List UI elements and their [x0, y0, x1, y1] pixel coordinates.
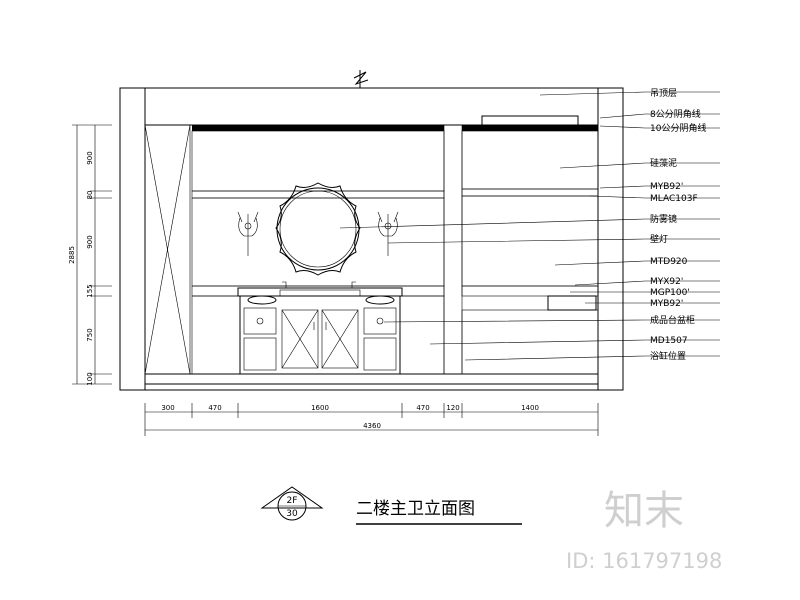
leader-line: [574, 280, 720, 286]
diatom-mud-wall-right: [461, 130, 599, 190]
bathtub-apron: [461, 309, 599, 375]
leader-line: [429, 339, 720, 345]
leader-line: [464, 355, 720, 361]
structure: [119, 70, 624, 391]
dim-bottom-3: 470: [416, 404, 429, 412]
label-10: MGP100': [650, 288, 690, 298]
wall-sconce-right-icon: [377, 211, 399, 256]
dim-left-3: 155: [86, 284, 94, 297]
label-1: 8公分阴角线: [650, 108, 701, 120]
label-3: 硅藻泥: [650, 157, 677, 169]
dim-bottom-total: 4360: [363, 422, 381, 430]
label-7: 壁灯: [650, 233, 668, 245]
label-2: 10公分阴角线: [650, 122, 706, 134]
label-4: MYB92': [650, 182, 683, 192]
label-11: MYB92': [650, 299, 683, 309]
dim-left-2: 900: [86, 235, 94, 248]
crown-molding-right: [462, 125, 598, 131]
leader-lines: [339, 91, 720, 361]
break-line: [353, 70, 369, 88]
round-mirror: [275, 182, 361, 276]
label-9: MYX92': [650, 277, 683, 287]
leader-line: [599, 125, 720, 129]
tile-border-right: [461, 285, 599, 297]
diatom-mud-wall-left: [191, 130, 445, 192]
dimension-left: 900 80 900 155 750 100 2885: [68, 124, 112, 386]
right-wall: [597, 87, 624, 391]
vanity-cabinet: [237, 281, 403, 375]
leader-line: [339, 218, 720, 229]
leader-line: [589, 195, 720, 199]
leader-line: [539, 91, 720, 96]
watermark-logo: 知末: [604, 488, 684, 534]
dim-bottom-2: 1600: [311, 404, 329, 412]
ceiling-slab: [144, 87, 599, 126]
dim-left-5: 100: [86, 372, 94, 385]
dim-bottom-4: 120: [446, 404, 459, 412]
leader-line: [599, 113, 720, 119]
symbol-bottom: 30: [286, 509, 298, 519]
leader-line: [554, 260, 720, 266]
dim-bottom-1: 470: [208, 404, 221, 412]
left-wall: [119, 87, 146, 391]
label-12: 成品台盆柜: [650, 314, 695, 326]
wall-sconce-left-icon: [237, 211, 259, 256]
dim-left-0: 900: [86, 151, 94, 164]
door-opening: [144, 124, 191, 375]
light-trough: [481, 115, 579, 126]
symbol-top: 2F: [287, 496, 298, 506]
label-14: 浴缸位置: [650, 350, 686, 362]
leader-line: [559, 162, 720, 169]
material-labels: 吊顶层 8公分阴角线 10公分阴角线 硅藻泥 MYB92' MLAC103F 防…: [650, 88, 706, 362]
label-8: MTD920: [650, 257, 688, 267]
dim-left-1: 80: [86, 191, 94, 200]
label-13: MD1507: [650, 336, 688, 346]
leader-line: [383, 319, 720, 323]
label-0: 吊顶层: [650, 88, 677, 99]
section-symbol: 2F 30: [260, 486, 324, 521]
dim-bottom-5: 1400: [521, 404, 539, 412]
label-6: 防雾镜: [650, 213, 677, 225]
leader-line: [599, 185, 720, 189]
crown-molding-left: [192, 125, 444, 131]
mirror-wall: [191, 197, 445, 287]
waist-band-right: [461, 188, 599, 197]
watermark-id: ID: 161797198: [566, 549, 722, 573]
floor-slab: [144, 373, 599, 385]
dim-left-total: 2885: [68, 246, 76, 264]
leader-line: [387, 238, 720, 244]
drawing-title: 二楼主卫立面图: [356, 499, 475, 519]
dimension-bottom: 300 470 1600 470 120 1400 4360: [144, 403, 599, 436]
partition-column: [443, 124, 463, 375]
dim-bottom-0: 300: [161, 404, 174, 412]
waist-band-left: [191, 190, 445, 199]
label-5: MLAC103F: [650, 194, 698, 204]
dim-left-4: 750: [86, 328, 94, 341]
